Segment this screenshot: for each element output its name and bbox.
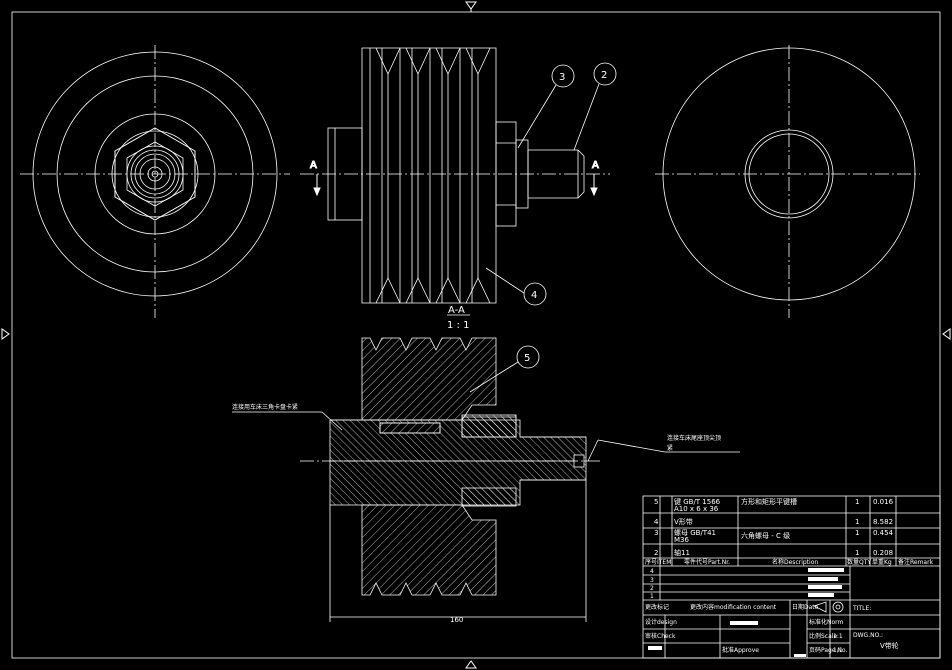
svg-text:0.454: 0.454 [873, 529, 894, 537]
svg-text:A10 x 6 x 36: A10 x 6 x 36 [674, 505, 719, 513]
svg-text:页码Page No.: 页码Page No. [809, 646, 847, 654]
svg-text:备注Remark: 备注Remark [898, 558, 934, 566]
svg-text:比例Scale: 比例Scale [809, 632, 837, 640]
pulley-side-view [300, 47, 610, 304]
balloon-5: 5 [524, 353, 530, 364]
projection-symbol-icon [812, 601, 844, 613]
svg-text:序号ITEM: 序号ITEM [645, 558, 671, 566]
bom-row-4: 4 V形带 1 8.582 [654, 518, 893, 526]
svg-text:1: 1 [855, 518, 859, 526]
redacted-field [808, 593, 834, 597]
bom-row-5: 5 键 GB/T 1566 A10 x 6 x 36 方形和矩形平键槽 1 0.… [654, 497, 894, 513]
redacted-field [794, 654, 806, 657]
svg-text:4: 4 [650, 568, 654, 575]
svg-text:1:1: 1:1 [833, 633, 843, 640]
svg-text:名称Description: 名称Description [772, 558, 818, 566]
note-right-2: 紧 [667, 444, 673, 452]
svg-text:1/1: 1/1 [833, 647, 843, 654]
cut-label-left: A [310, 160, 317, 171]
pulley-section-view [300, 337, 600, 596]
svg-text:轴11: 轴11 [674, 548, 690, 557]
svg-text:1: 1 [855, 529, 859, 537]
cut-label-right: A [592, 160, 599, 171]
svg-text:1: 1 [650, 593, 654, 600]
svg-text:设计design: 设计design [645, 618, 677, 626]
bom-row-3: 3 螺母 GB/T41 M36 六角螺母 - C 级 1 0.454 [654, 528, 894, 544]
redacted-field [648, 646, 662, 650]
svg-text:数量QTY: 数量QTY [847, 558, 871, 566]
balloon-2: 2 [601, 70, 607, 81]
title-block [642, 495, 941, 659]
balloon-3: 3 [559, 72, 565, 83]
svg-text:键 GB/T 1566: 键 GB/T 1566 [674, 497, 721, 506]
redacted-field [808, 568, 844, 572]
revision-rows: 4 3 2 1 更改标记 更改内容modification content 日期… [645, 568, 819, 611]
dimension-value: 160 [450, 616, 463, 624]
svg-text:V带轮: V带轮 [880, 641, 899, 650]
svg-text:DWG.NO.:: DWG.NO.: [853, 632, 883, 639]
svg-text:2: 2 [654, 549, 658, 557]
svg-text:5: 5 [654, 498, 658, 506]
redacted-field [730, 621, 758, 625]
svg-text:批准Approve: 批准Approve [722, 646, 759, 654]
svg-text:六角螺母 - C 级: 六角螺母 - C 级 [741, 531, 790, 540]
bom-header: 序号ITEM 零件代号Part.Nr. 名称Description 数量QTY … [645, 558, 934, 566]
svg-text:单重Kg: 单重Kg [872, 558, 892, 566]
dimension-160 [329, 480, 587, 622]
svg-text:M36: M36 [674, 536, 689, 544]
svg-text:TITLE:: TITLE: [852, 605, 871, 612]
balloon-4: 4 [531, 290, 537, 301]
section-label: A-A [448, 305, 465, 316]
svg-text:标准化Norm: 标准化Norm [809, 618, 844, 626]
bom-row-2: 2 轴11 1 0.208 [654, 548, 893, 557]
note-leaders [232, 411, 740, 462]
svg-text:方形和矩形平键槽: 方形和矩形平键槽 [741, 497, 797, 506]
section-scale: 1 : 1 [447, 320, 469, 331]
redacted-field [808, 577, 838, 581]
svg-text:审核Check: 审核Check [645, 632, 676, 640]
note-left: 连接用车床三角卡盘卡紧 [232, 403, 298, 411]
section-cut-markers: A A [310, 160, 600, 197]
svg-text:螺母 GB/T41: 螺母 GB/T41 [674, 528, 716, 537]
svg-text:更改标记: 更改标记 [645, 603, 669, 611]
svg-text:V形带: V形带 [674, 518, 693, 526]
svg-text:3: 3 [654, 529, 658, 537]
left-end-view [20, 45, 290, 318]
svg-text:8.582: 8.582 [873, 518, 893, 526]
svg-text:更改内容modification content: 更改内容modification content [690, 603, 777, 611]
balloon-5-group [469, 345, 540, 393]
svg-text:1: 1 [855, 549, 859, 557]
svg-text:2: 2 [650, 585, 654, 592]
svg-text:3: 3 [650, 577, 654, 584]
right-end-view [655, 45, 920, 318]
balloons-top [485, 62, 617, 306]
svg-text:0.208: 0.208 [873, 549, 893, 557]
svg-text:0.016: 0.016 [873, 498, 894, 506]
svg-text:零件代号Part.Nr.: 零件代号Part.Nr. [684, 558, 730, 566]
title-block-fields: 设计design 审核Check 批准Approve 标准化Norm 比例Sca… [645, 605, 899, 654]
svg-text:1: 1 [855, 498, 859, 506]
note-right-1: 连接车床尾座顶尖顶 [667, 434, 721, 442]
svg-text:4: 4 [654, 518, 659, 526]
redacted-field [808, 585, 842, 589]
svg-text:日期Date: 日期Date [792, 603, 819, 611]
